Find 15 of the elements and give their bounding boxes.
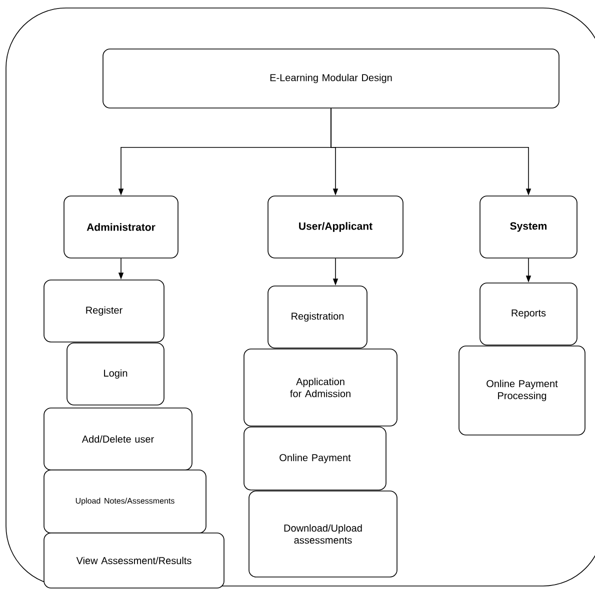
module-box: Application for Admission bbox=[244, 348, 398, 426]
title-box: E-Learning Modular Design bbox=[102, 48, 560, 108]
module-box: Login bbox=[66, 342, 164, 406]
category-box: Administrator bbox=[64, 196, 178, 258]
module-box: Online Payment bbox=[244, 426, 386, 490]
category-box: User/Applicant bbox=[268, 196, 404, 258]
module-box: Reports bbox=[480, 282, 578, 346]
category-box: System bbox=[480, 196, 578, 258]
module-box: Online Payment Processing bbox=[458, 346, 586, 436]
module-box: Add/Delete user bbox=[44, 408, 192, 470]
module-box: Upload Notes/Assessments bbox=[44, 470, 206, 534]
module-box: View Assessment/Results bbox=[44, 532, 224, 588]
module-box: Register bbox=[44, 280, 164, 342]
module-box: Download/Upload assessments bbox=[248, 490, 398, 578]
module-box: Registration bbox=[268, 286, 368, 348]
